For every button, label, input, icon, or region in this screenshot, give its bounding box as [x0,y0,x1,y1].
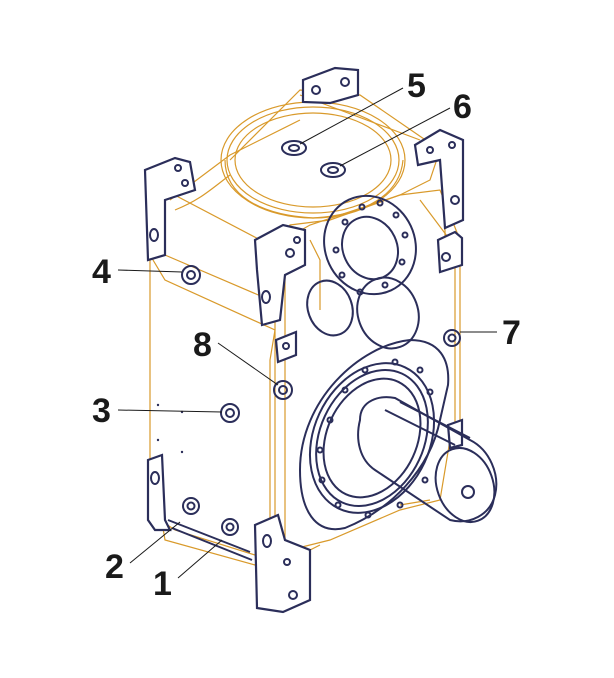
base-strip [167,519,253,561]
top-plug-5 [281,140,307,156]
bracket-right-mid [436,230,464,274]
plug-3 [220,403,240,423]
top-cover [220,101,406,219]
leader-4 [117,269,183,273]
plug-lower-1 [182,497,200,515]
bracket-small-front [274,330,298,364]
leader-lines [117,87,497,579]
plug-7 [443,329,461,347]
callout-3: 3 [92,392,111,430]
leader-2 [129,521,181,564]
leader-8 [217,342,279,386]
bracket-left-upper [143,156,197,262]
callout-labels: 4 3 8 5 6 7 2 1 [92,67,521,603]
bracket-top-back [301,66,360,105]
leader-1 [177,539,223,579]
output-flange [298,338,450,531]
top-plug-6 [320,162,346,178]
callout-7: 7 [502,314,521,352]
callout-6: 6 [453,88,472,126]
bracket-front-upper [253,223,307,327]
plug-lower-2 [221,518,239,536]
face-dots [156,403,184,454]
output-shaft [357,396,498,523]
leader-3 [117,409,223,413]
plug-4 [181,265,201,285]
callout-1: 1 [153,565,172,603]
callout-2: 2 [105,548,124,586]
bracket-right-lower [446,418,464,450]
bracket-top-right [413,128,465,230]
callout-4: 4 [92,253,111,291]
bracket-front-lower [253,513,312,614]
leader-5 [299,87,404,145]
side-bore-left [306,279,354,337]
leader-6 [339,107,451,167]
side-bore-right [356,276,420,350]
callout-8: 8 [193,326,212,364]
plug-8 [273,380,293,400]
bracket-left-lower [146,453,172,532]
callout-5: 5 [407,67,426,105]
